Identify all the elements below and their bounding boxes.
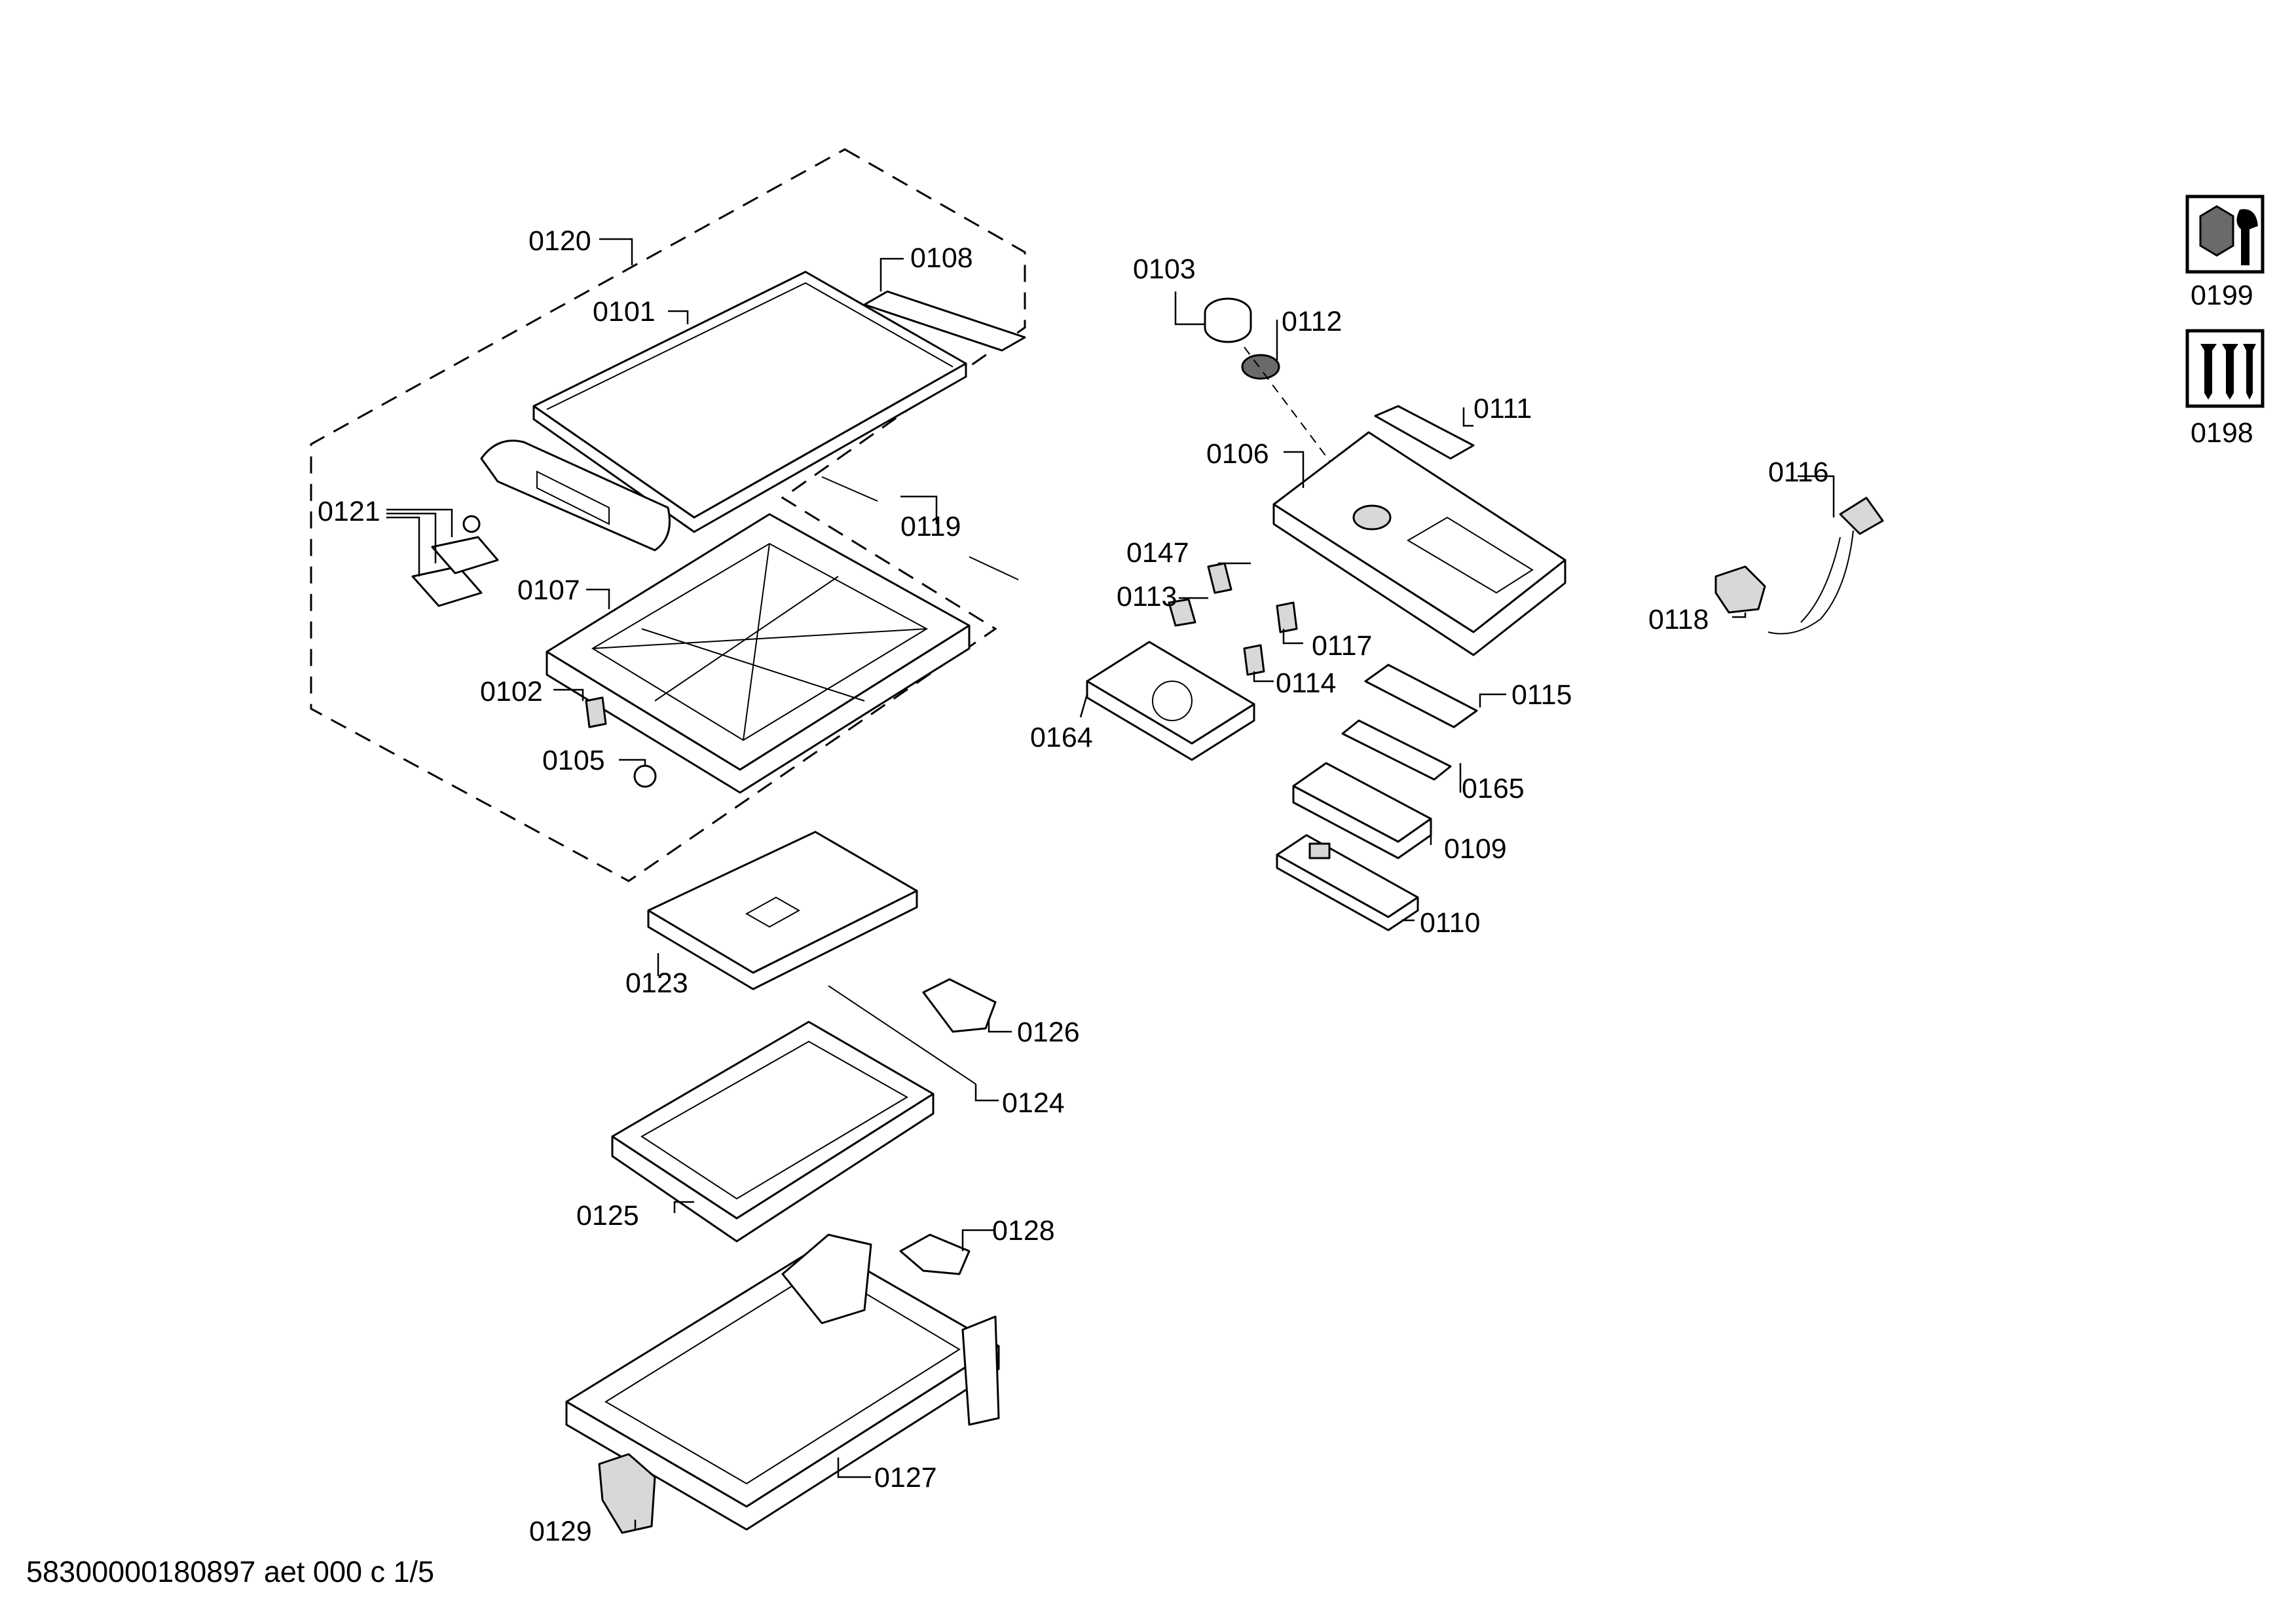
label-0118: 0118	[1648, 604, 1709, 635]
part-0126-cover	[922, 978, 997, 1033]
label-0199: 0199	[2191, 280, 2253, 311]
label-0115: 0115	[1511, 679, 1572, 711]
part-0102-latch	[585, 696, 607, 728]
label-0123: 0123	[625, 967, 688, 999]
part-0164-module-housing	[1086, 641, 1255, 761]
label-0129: 0129	[529, 1516, 592, 1547]
label-0117: 0117	[1312, 630, 1372, 662]
part-0106-control-panel	[1272, 431, 1566, 656]
part-0113-clip	[1168, 598, 1196, 627]
label-0116: 0116	[1768, 457, 1828, 488]
part-0110-circuit-board	[1276, 834, 1419, 931]
part-0117-clip	[1276, 601, 1298, 633]
part-0123-tray	[647, 831, 918, 990]
label-0127: 0127	[874, 1462, 937, 1493]
label-0164: 0164	[1030, 722, 1093, 753]
part-0127-base-frame	[565, 1233, 1000, 1531]
label-0102: 0102	[480, 676, 543, 707]
label-0126: 0126	[1017, 1017, 1080, 1048]
part-0112-bezel	[1241, 354, 1280, 380]
label-0107: 0107	[517, 574, 580, 606]
label-0125: 0125	[576, 1200, 639, 1231]
part-0124-rod	[828, 985, 976, 1085]
part-0107-frame	[546, 513, 971, 794]
part-0165-light-guide	[1341, 719, 1452, 781]
part-0111-button-strip	[1374, 405, 1475, 460]
part-0116-power-cord	[1768, 497, 1884, 635]
part-0119-rod-lower	[969, 556, 1019, 580]
part-0108-strip	[863, 290, 1026, 352]
part-0115-button-row	[1364, 664, 1478, 728]
label-0120: 0120	[528, 225, 591, 257]
part-0105-spring	[633, 764, 657, 788]
label-0124: 0124	[1002, 1087, 1065, 1119]
label-0113: 0113	[1117, 581, 1177, 612]
part-0119-rod-upper	[821, 476, 878, 502]
label-0114: 0114	[1276, 667, 1336, 699]
screws-icon	[2185, 329, 2265, 408]
part-0114-clip	[1243, 644, 1265, 676]
label-0111: 0111	[1473, 393, 1532, 424]
assembly-0120-boundary	[310, 148, 1026, 882]
part-0121-handle	[411, 440, 671, 607]
label-0110: 0110	[1420, 907, 1480, 939]
part-0129-module	[598, 1453, 656, 1534]
label-0103: 0103	[1133, 253, 1196, 285]
wrench-nut-icon	[2185, 195, 2265, 274]
label-0105: 0105	[542, 745, 605, 776]
part-0103-knob	[1204, 297, 1252, 343]
leader-lines	[386, 238, 1835, 1530]
part-0125-tub-ring	[611, 1021, 935, 1243]
label-0147: 0147	[1126, 537, 1189, 569]
label-0101: 0101	[593, 296, 656, 328]
part-0118-mains-filter	[1714, 565, 1766, 614]
label-0106: 0106	[1206, 438, 1269, 470]
part-0128-bracket	[899, 1233, 971, 1275]
label-0108: 0108	[910, 242, 973, 274]
part-0147-clip	[1207, 562, 1232, 594]
label-0121: 0121	[318, 496, 380, 527]
label-0165: 0165	[1462, 773, 1525, 804]
label-0119: 0119	[900, 511, 961, 542]
document-reference: 58300000180897 aet 000 c 1/5	[26, 1555, 434, 1588]
part-0101-lid	[532, 271, 967, 533]
label-0198: 0198	[2191, 417, 2253, 449]
label-0112: 0112	[1282, 306, 1342, 337]
label-0128: 0128	[992, 1215, 1055, 1247]
label-0109: 0109	[1444, 833, 1507, 865]
